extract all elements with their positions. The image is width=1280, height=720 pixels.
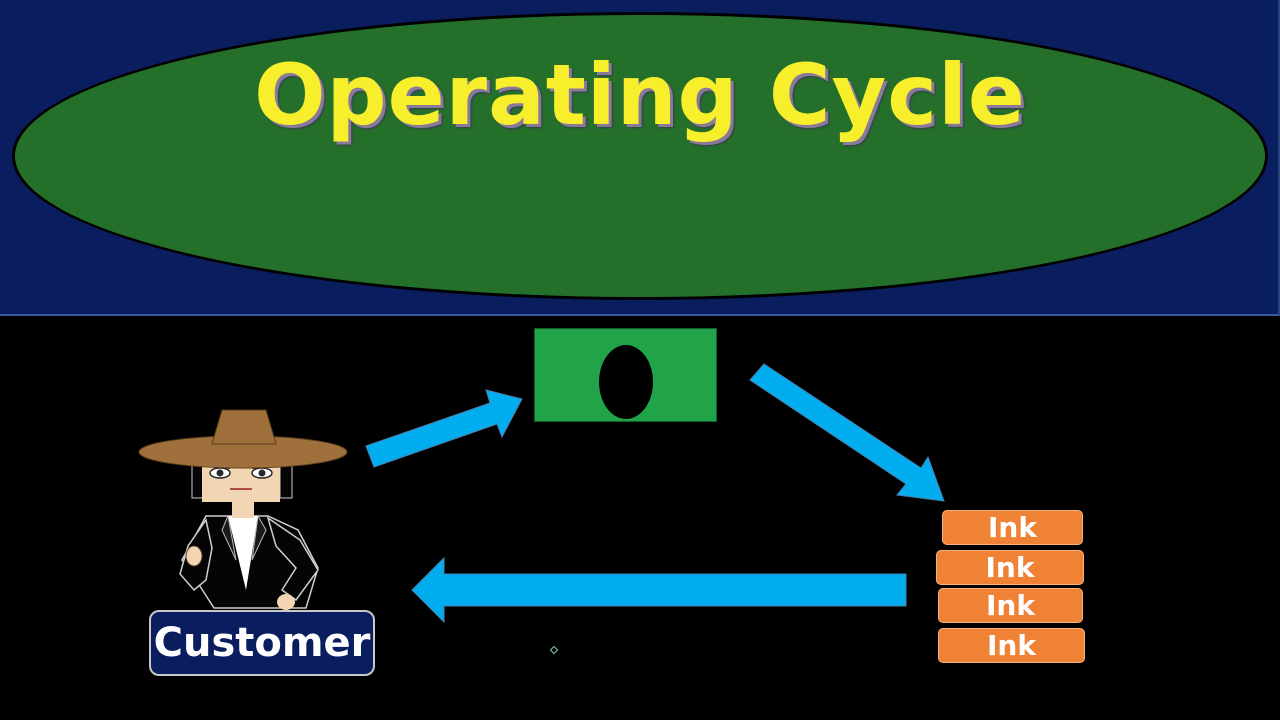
customer-figure	[138, 409, 348, 610]
slide-title: Operating Cycle	[254, 46, 1026, 144]
customer-label: Customer	[149, 610, 375, 676]
ink-box: Ink	[936, 550, 1084, 585]
arrow-left-icon	[411, 556, 907, 624]
ink-box: Ink	[938, 588, 1083, 623]
title-ellipse	[12, 12, 1268, 300]
cash-center-oval	[599, 345, 653, 419]
arrow-right-down-icon	[749, 363, 945, 502]
cash-icon	[534, 328, 717, 422]
arrow-right-up-icon	[365, 389, 523, 468]
ink-box: Ink	[938, 628, 1085, 663]
ink-box: Ink	[942, 510, 1083, 545]
inventory-stack: Ink Ink Ink Ink	[936, 508, 1086, 668]
